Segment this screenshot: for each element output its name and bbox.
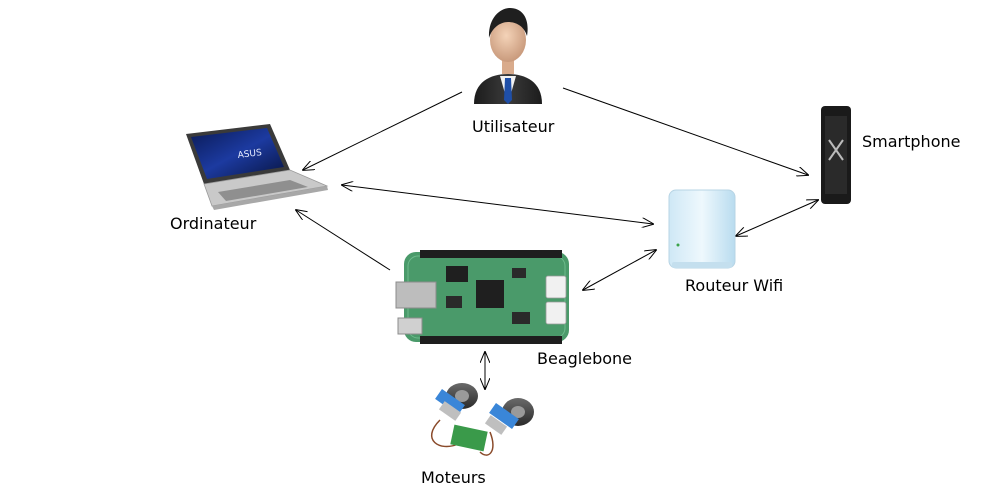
- laptop-icon: ASUS: [186, 124, 329, 210]
- label-utilisateur: Utilisateur: [472, 117, 555, 136]
- smartphone-icon: [821, 106, 851, 204]
- arrow-router-board: [583, 250, 656, 290]
- label-ordinateur: Ordinateur: [170, 214, 257, 233]
- arrow-laptop-router: [342, 185, 653, 224]
- arrow-phone-router: [736, 200, 818, 236]
- label-moteurs: Moteurs: [421, 468, 486, 487]
- label-routeur-wifi: Routeur Wifi: [685, 276, 783, 295]
- beaglebone-board-icon: [395, 250, 569, 344]
- wifi-router-icon: [668, 189, 736, 269]
- label-beaglebone: Beaglebone: [537, 349, 632, 368]
- label-smartphone: Smartphone: [862, 132, 960, 151]
- laptop-brand-logo: ASUS: [237, 148, 262, 161]
- motor-wheels-icon: [431, 383, 534, 456]
- arrow-user-to-laptop: [303, 91, 463, 170]
- connections: [296, 87, 818, 389]
- businessman-icon: [474, 8, 542, 104]
- arrow-user-to-phone: [562, 87, 808, 175]
- arrow-board-to-laptop: [296, 210, 391, 271]
